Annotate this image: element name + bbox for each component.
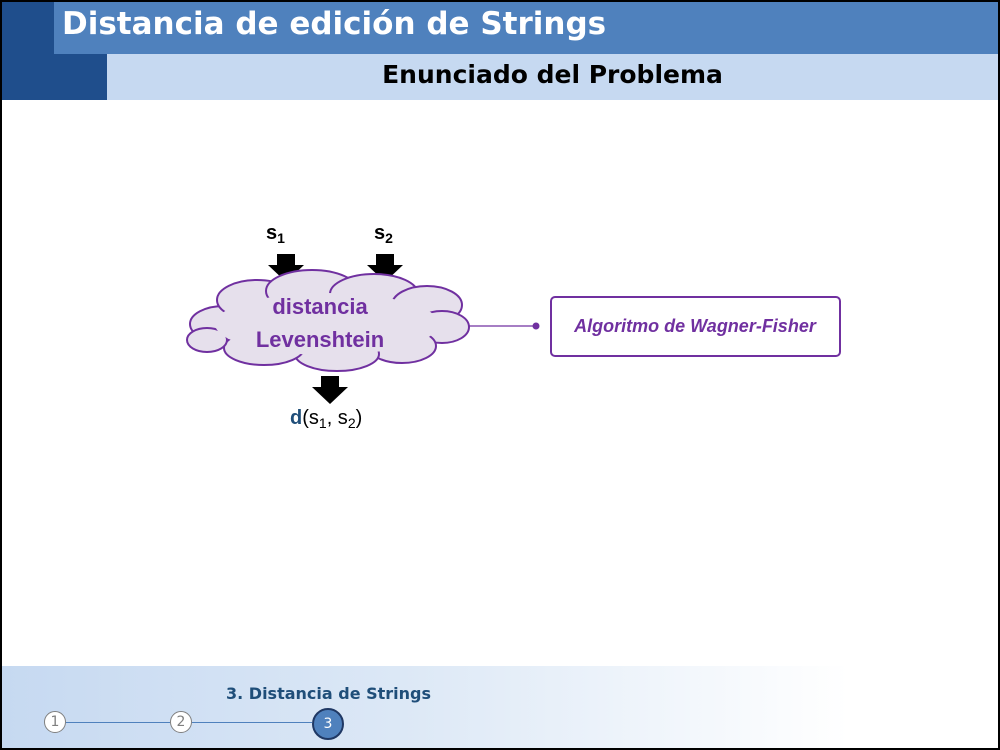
cloud-label-line-2: Levenshtein	[256, 327, 384, 352]
algorithm-box	[550, 296, 841, 357]
footer-bar	[2, 666, 998, 748]
input-s2-label: s2	[374, 222, 393, 246]
page-title: Distancia de edición de Strings	[62, 6, 607, 42]
algorithm-label: Algoritmo de Wagner-Fisher	[573, 316, 817, 336]
page-subtitle: Enunciado del Problema	[382, 60, 723, 89]
nav-step-1[interactable]: 1	[44, 711, 66, 733]
connector-dot	[532, 322, 540, 330]
cloud-body	[215, 293, 439, 355]
nav-step-3[interactable]: 3	[312, 708, 344, 740]
nav-connector-1	[66, 722, 170, 723]
levenshtein-diagram: s1 s2 distancia Levenshtein d(s1, s2)	[186, 222, 841, 431]
input-s1-label: s1	[266, 222, 285, 246]
footer-section-label: 3. Distancia de Strings	[226, 684, 432, 703]
input-arrow-1	[268, 254, 304, 282]
header-title-bar	[54, 2, 998, 54]
output-label: d(s1, s2)	[290, 407, 362, 431]
output-arrow	[312, 376, 348, 404]
nav-connector-2	[192, 722, 312, 723]
cloud-label-line-1: distancia	[272, 294, 368, 319]
input-arrow-2	[367, 254, 403, 282]
header-subtitle-bar	[107, 54, 998, 100]
nav-step-2[interactable]: 2	[170, 711, 192, 733]
